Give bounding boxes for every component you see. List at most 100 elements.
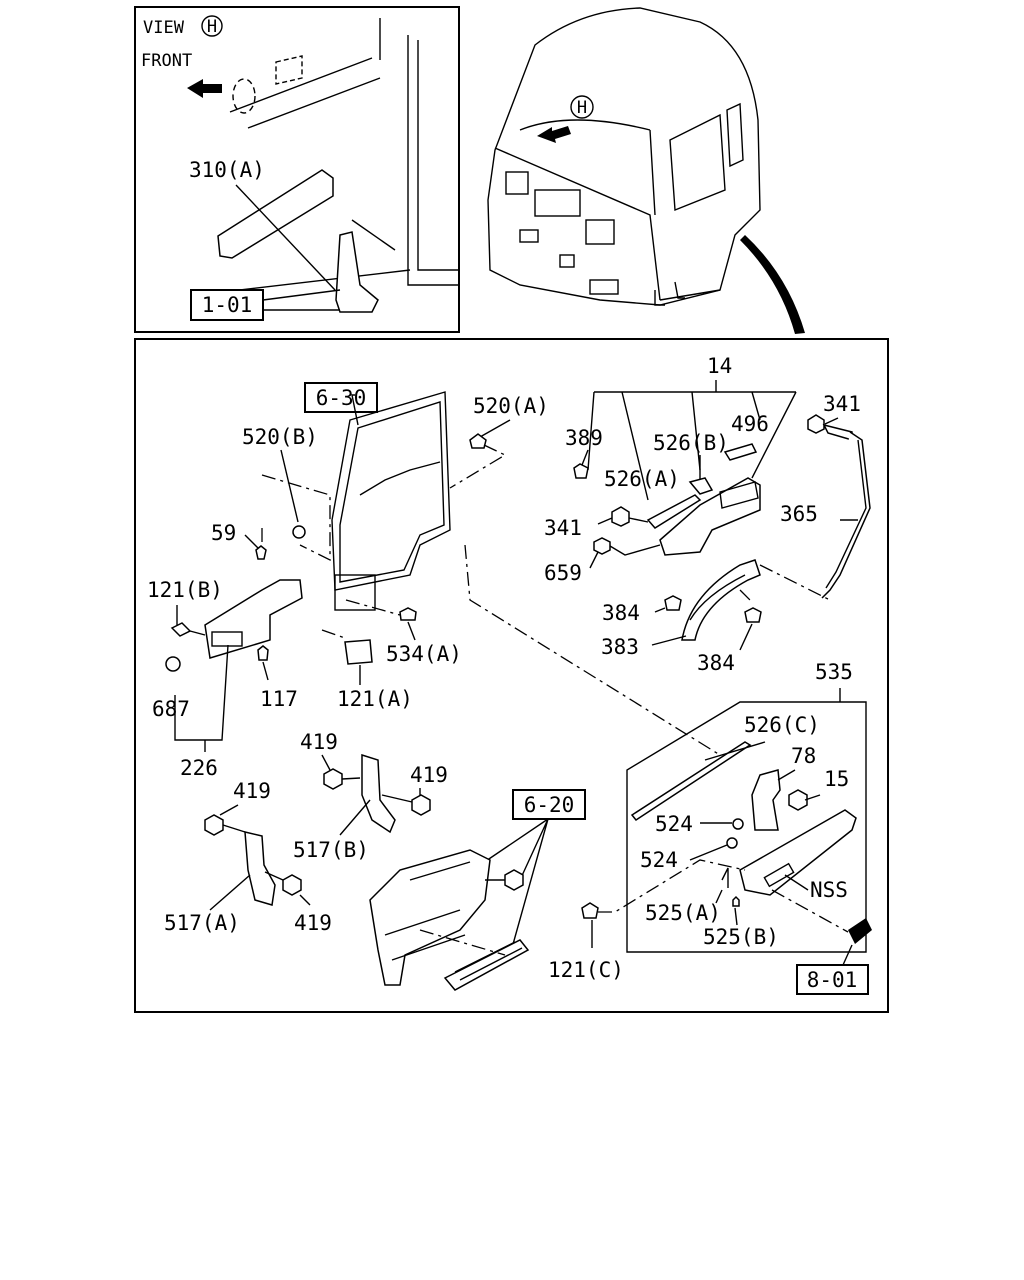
bracket-517-group: 419 419 517(B) 419 419 517(A) xyxy=(164,730,448,935)
bolt-341b-shaft xyxy=(628,517,649,523)
callout-8-01: 8-01 xyxy=(807,968,858,992)
cab-view-arrow-icon xyxy=(537,126,571,143)
callout-517b: 517(B) xyxy=(293,838,369,862)
step-cover-nss xyxy=(739,809,857,896)
screw-121b xyxy=(170,622,192,637)
bolt-15 xyxy=(788,789,808,811)
leader-534a xyxy=(407,621,416,641)
leader-341a xyxy=(824,417,839,425)
cab-outline xyxy=(487,7,761,306)
callout-383: 383 xyxy=(601,635,639,659)
front-label: FRONT xyxy=(141,51,192,71)
callout-526c: 526(C) xyxy=(744,713,820,737)
callout-59: 59 xyxy=(211,521,236,545)
leader-15 xyxy=(804,794,821,801)
leader-78 xyxy=(777,769,796,781)
leader-6-30 xyxy=(351,394,359,426)
callout-1-01: 1-01 xyxy=(202,293,253,317)
door-group: 6-30 520(A) 520(B) 59 121(B) 687 226 117 xyxy=(147,382,721,780)
inset-hole xyxy=(232,78,256,114)
step-assembly-group: 6-20 xyxy=(369,789,586,991)
cab-grille-2 xyxy=(534,189,581,217)
nut-524a xyxy=(732,818,744,830)
clip-659 xyxy=(593,537,611,555)
door-frame-inner xyxy=(339,401,445,583)
wheel-arch-383 xyxy=(681,559,761,641)
truck-cab-illustration: H xyxy=(487,7,805,334)
callout-341b: 341 xyxy=(544,516,582,540)
callout-310a: 310(A) xyxy=(189,158,265,182)
cab-marker-circle xyxy=(570,95,594,119)
cab-vent-2 xyxy=(559,254,575,268)
bolt-419d-shaft xyxy=(264,871,284,881)
callout-687: 687 xyxy=(152,697,190,721)
sill-plate-310a xyxy=(217,169,334,259)
inset-patch xyxy=(275,55,303,85)
trim-panel-14 xyxy=(659,477,761,556)
dash-door-to-535 xyxy=(464,544,721,756)
callout-517a: 517(A) xyxy=(164,911,240,935)
callout-121a: 121(A) xyxy=(337,687,413,711)
leader-8-01 xyxy=(842,944,853,966)
leader-6-20 xyxy=(479,818,549,956)
callout-365: 365 xyxy=(780,502,818,526)
clip-525a xyxy=(721,867,729,888)
leader-517a xyxy=(209,874,251,911)
cab-step-marks xyxy=(654,281,685,306)
leader-419d xyxy=(299,894,311,906)
view-marker-letter: H xyxy=(207,17,217,37)
leader-341b xyxy=(597,517,613,525)
callout-121b: 121(B) xyxy=(147,578,223,602)
leader-520a xyxy=(479,419,511,438)
cab-pointer-arrow xyxy=(740,235,805,334)
door-belt-line xyxy=(359,461,441,496)
ref-box-8-01 xyxy=(796,964,869,995)
leader-525a xyxy=(715,889,723,904)
callout-6-20: 6-20 xyxy=(524,793,575,817)
clip-59 xyxy=(255,545,267,560)
callout-526a: 526(A) xyxy=(604,467,680,491)
callout-nss: NSS xyxy=(810,878,848,902)
screw-117 xyxy=(257,645,269,661)
clip-384a xyxy=(664,595,682,611)
bolt-419b-shaft xyxy=(381,794,413,803)
callout-520a: 520(A) xyxy=(473,394,549,418)
cab-grille-3 xyxy=(585,219,615,245)
leader-525b xyxy=(734,907,738,926)
bracket-78 xyxy=(751,769,781,831)
step-cover-slot xyxy=(763,862,795,888)
leader-383 xyxy=(651,635,687,646)
callout-496: 496 xyxy=(731,412,769,436)
ref-box-6-30 xyxy=(304,382,378,413)
bolt-419a xyxy=(323,768,343,790)
washer-687 xyxy=(165,656,181,672)
callout-534a: 534(A) xyxy=(386,642,462,666)
bolt-341b xyxy=(611,506,630,527)
dash-door-latch xyxy=(261,474,331,562)
callout-226: 226 xyxy=(180,756,218,780)
callout-419c: 419 xyxy=(233,779,271,803)
rod-365-inner xyxy=(825,439,867,589)
clip-384b xyxy=(744,607,762,623)
dash-365 xyxy=(759,564,831,601)
seal-526c xyxy=(630,741,752,822)
bracket-517a xyxy=(244,831,276,906)
cab-vent-1 xyxy=(519,229,539,243)
callout-524a: 524 xyxy=(655,812,693,836)
leader-659 xyxy=(589,551,599,569)
trim-panel-recess xyxy=(719,481,759,509)
door-frame-outer xyxy=(331,391,451,591)
callout-78: 78 xyxy=(791,744,816,768)
clip-121c xyxy=(581,902,599,919)
pedal-part xyxy=(335,231,379,313)
bracket-535 xyxy=(626,688,867,953)
callout-419d: 419 xyxy=(294,911,332,935)
callout-6-30: 6-30 xyxy=(316,386,367,410)
cab-marker-letter: H xyxy=(577,98,587,118)
cab-lamp xyxy=(589,279,619,295)
nut-524b xyxy=(726,837,738,849)
inset-body-lines xyxy=(229,18,458,291)
step-cover-group: 535 526(C) 78 15 524 524 NSS 525(A) 525(… xyxy=(548,660,872,995)
wheel-arch-inner xyxy=(689,574,746,621)
cab-grille-1 xyxy=(505,171,529,195)
